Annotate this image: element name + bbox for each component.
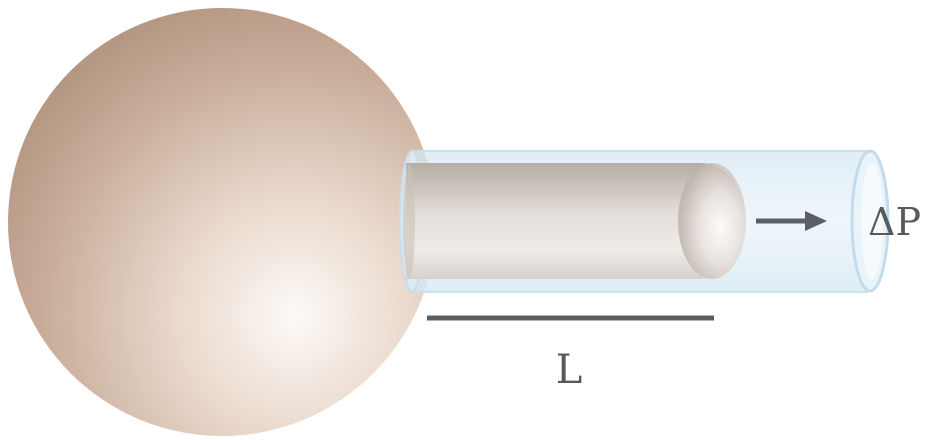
cell-sphere — [8, 8, 436, 436]
length-label: L — [556, 347, 583, 393]
suction-arrow — [756, 211, 827, 231]
aspirated-tongue — [403, 163, 746, 279]
pressure-label: ΔP — [868, 200, 921, 244]
